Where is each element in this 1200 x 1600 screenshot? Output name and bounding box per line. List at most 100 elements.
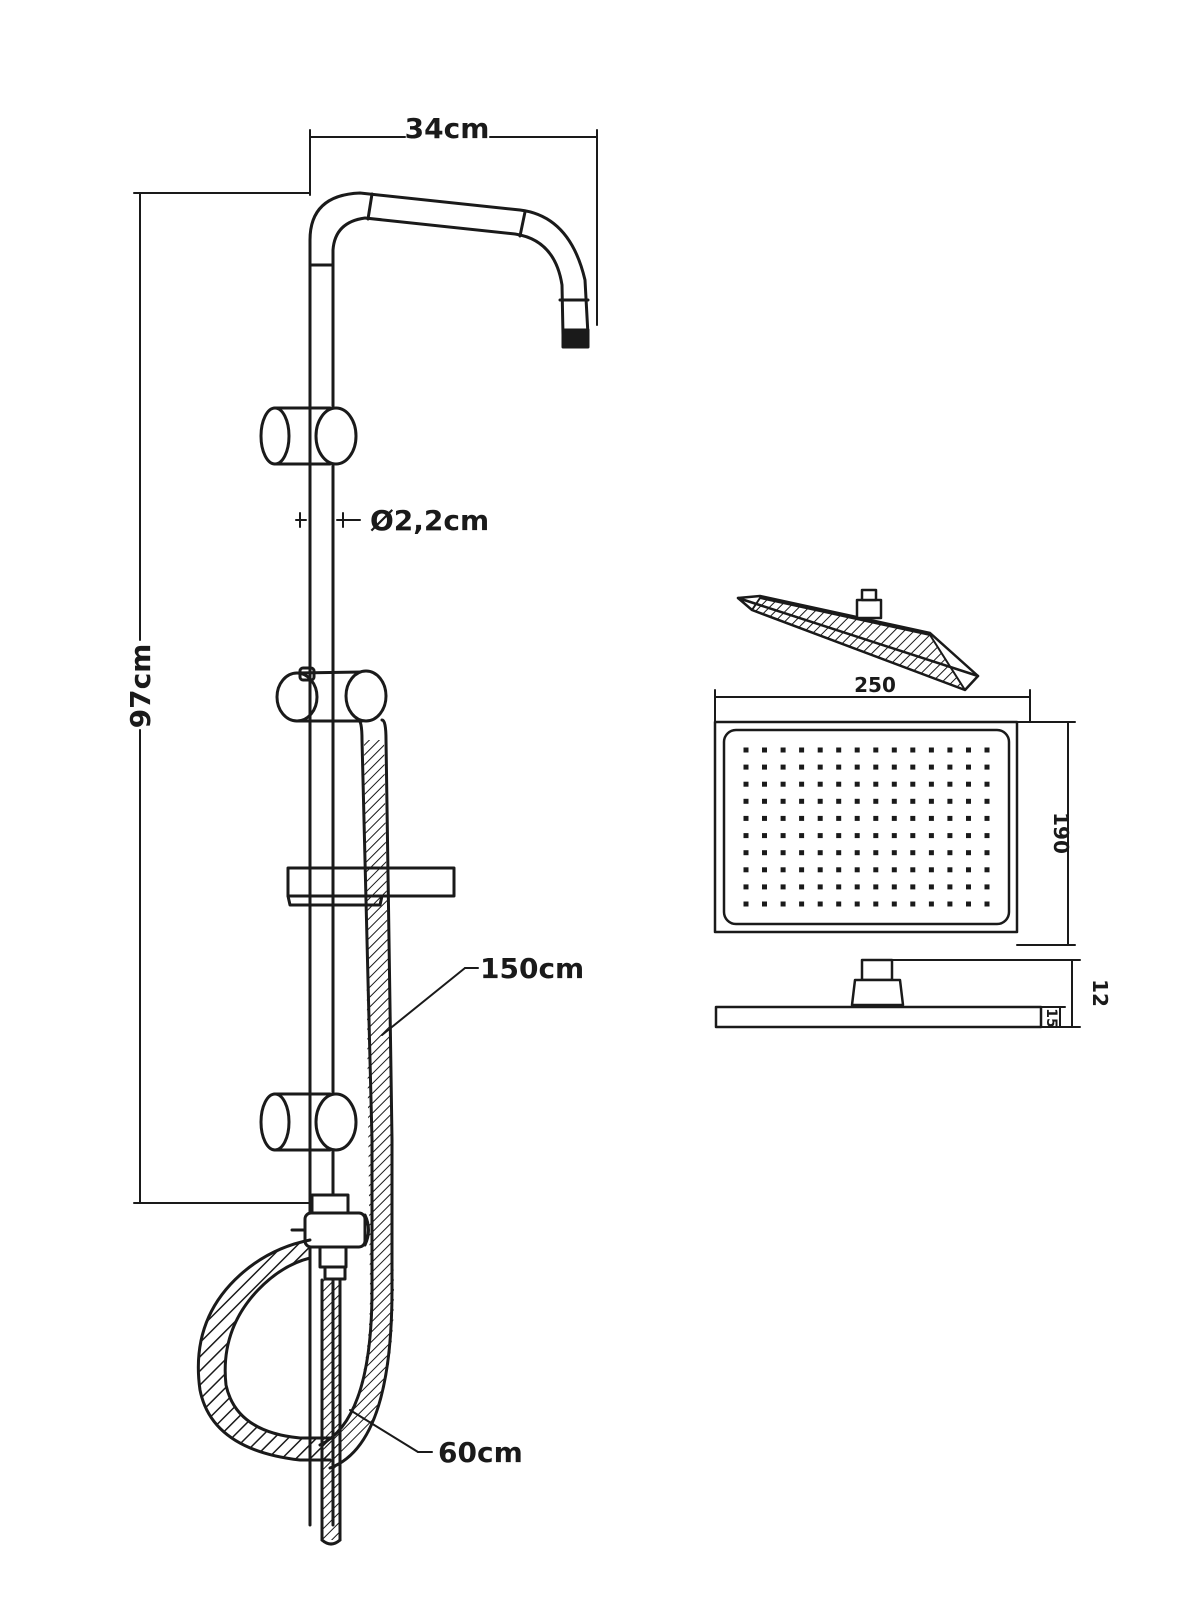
nozzle-dot [836, 781, 842, 787]
nozzle-dot [928, 901, 934, 907]
nozzle-dot [891, 747, 897, 753]
hose-long [318, 718, 394, 1470]
nozzle-dot [780, 884, 786, 890]
nozzle-dot [780, 815, 786, 821]
nozzle-dot [854, 884, 860, 890]
nozzle-dot [817, 815, 823, 821]
nozzle-dot [817, 747, 823, 753]
nozzle-dot [836, 884, 842, 890]
nozzle-dot [910, 867, 916, 873]
nozzle-dot [966, 747, 971, 753]
nozzle-dot [966, 764, 971, 770]
nozzle-dot [780, 747, 786, 753]
nozzle-dot [743, 798, 749, 804]
shower-column [308, 191, 590, 1527]
nozzle-dot [910, 815, 916, 821]
nozzle-dot [799, 884, 805, 890]
pipe-diameter-label: Ø2,2cm [370, 504, 489, 537]
hose-short-label: 60cm [438, 1436, 523, 1469]
nozzle-dot [836, 798, 842, 804]
nozzle-dot [873, 884, 879, 890]
nozzle-dot [910, 850, 916, 856]
hose-long-label: 150cm [480, 952, 584, 985]
nozzle-dot [762, 764, 767, 770]
nozzle-dot [854, 867, 860, 873]
nozzle-dot [743, 833, 749, 839]
nozzle-dot [984, 901, 990, 907]
nozzle-dot [984, 850, 990, 856]
nozzle-dot [836, 815, 842, 821]
riser-pipe [308, 191, 590, 1527]
nozzle-dot [762, 850, 767, 856]
nozzle-dot [854, 764, 860, 770]
nozzle-dot [836, 764, 842, 770]
diverter-valve [290, 1193, 370, 1281]
nozzle-dot [799, 867, 805, 873]
nozzle-dot [910, 833, 916, 839]
nozzle-dot [762, 747, 767, 753]
shower-head-side-view [714, 958, 1043, 1029]
wall-bracket-lower [259, 1092, 358, 1152]
nozzle-dot [910, 884, 916, 890]
nozzle-dot [873, 747, 879, 753]
nozzle-dot [928, 815, 934, 821]
nozzle-dot [891, 833, 897, 839]
nozzle-dot [947, 815, 953, 821]
nozzle-dot [910, 798, 916, 804]
nozzle-dot [743, 850, 749, 856]
nozzle-dot [966, 850, 971, 856]
nozzle-dot [873, 815, 879, 821]
nozzle-dot [873, 833, 879, 839]
nozzle-dot [743, 747, 749, 753]
nozzle-dot [891, 884, 897, 890]
nozzle-dot [836, 901, 842, 907]
head-thickness-top-label: 12 [1088, 979, 1112, 1007]
nozzle-dot [891, 815, 897, 821]
nozzle-dot [762, 901, 767, 907]
nozzle-dot [817, 901, 823, 907]
hand-shower-holder [275, 666, 388, 723]
nozzle-dot [966, 815, 971, 821]
nozzle-dot [780, 850, 786, 856]
nozzle-dot [854, 833, 860, 839]
nozzle-dot [854, 901, 860, 907]
nozzle-dot [966, 781, 971, 787]
nozzle-dot [947, 833, 953, 839]
nozzle-dot [928, 781, 934, 787]
nozzle-dot [762, 815, 767, 821]
nozzle-dot [984, 867, 990, 873]
nozzle-dot [780, 781, 786, 787]
shower-head-perspective [736, 588, 980, 692]
nozzle-dot [891, 764, 897, 770]
nozzle-dot [743, 815, 749, 821]
nozzle-dot [873, 798, 879, 804]
nozzle-dot [966, 798, 971, 804]
nozzle-dot [817, 764, 823, 770]
nozzle-dot [891, 850, 897, 856]
nozzle-dot [873, 764, 879, 770]
nozzle-dot [984, 747, 990, 753]
nozzle-dot [762, 884, 767, 890]
nozzle-dot [743, 781, 749, 787]
nozzle-dot [947, 884, 953, 890]
nozzle-dot [891, 901, 897, 907]
nozzle-dot [836, 747, 842, 753]
nozzle-dot [854, 798, 860, 804]
nozzle-dot [836, 833, 842, 839]
nozzle-dot [762, 833, 767, 839]
head-width-label: 250 [854, 673, 896, 697]
nozzle-dot [799, 798, 805, 804]
nozzle-dot [743, 901, 749, 907]
nozzle-dot [873, 901, 879, 907]
nozzle-dot [910, 901, 916, 907]
nozzle-dot [817, 781, 823, 787]
nozzle-grid [743, 747, 990, 907]
nozzle-dot [947, 747, 953, 753]
head-depth-label: 190 [1049, 812, 1073, 854]
nozzle-dot [836, 850, 842, 856]
nozzle-dot [799, 764, 805, 770]
nozzle-dot [984, 884, 990, 890]
nozzle-dot [928, 833, 934, 839]
nozzle-dot [873, 781, 879, 787]
nozzle-dot [947, 764, 953, 770]
